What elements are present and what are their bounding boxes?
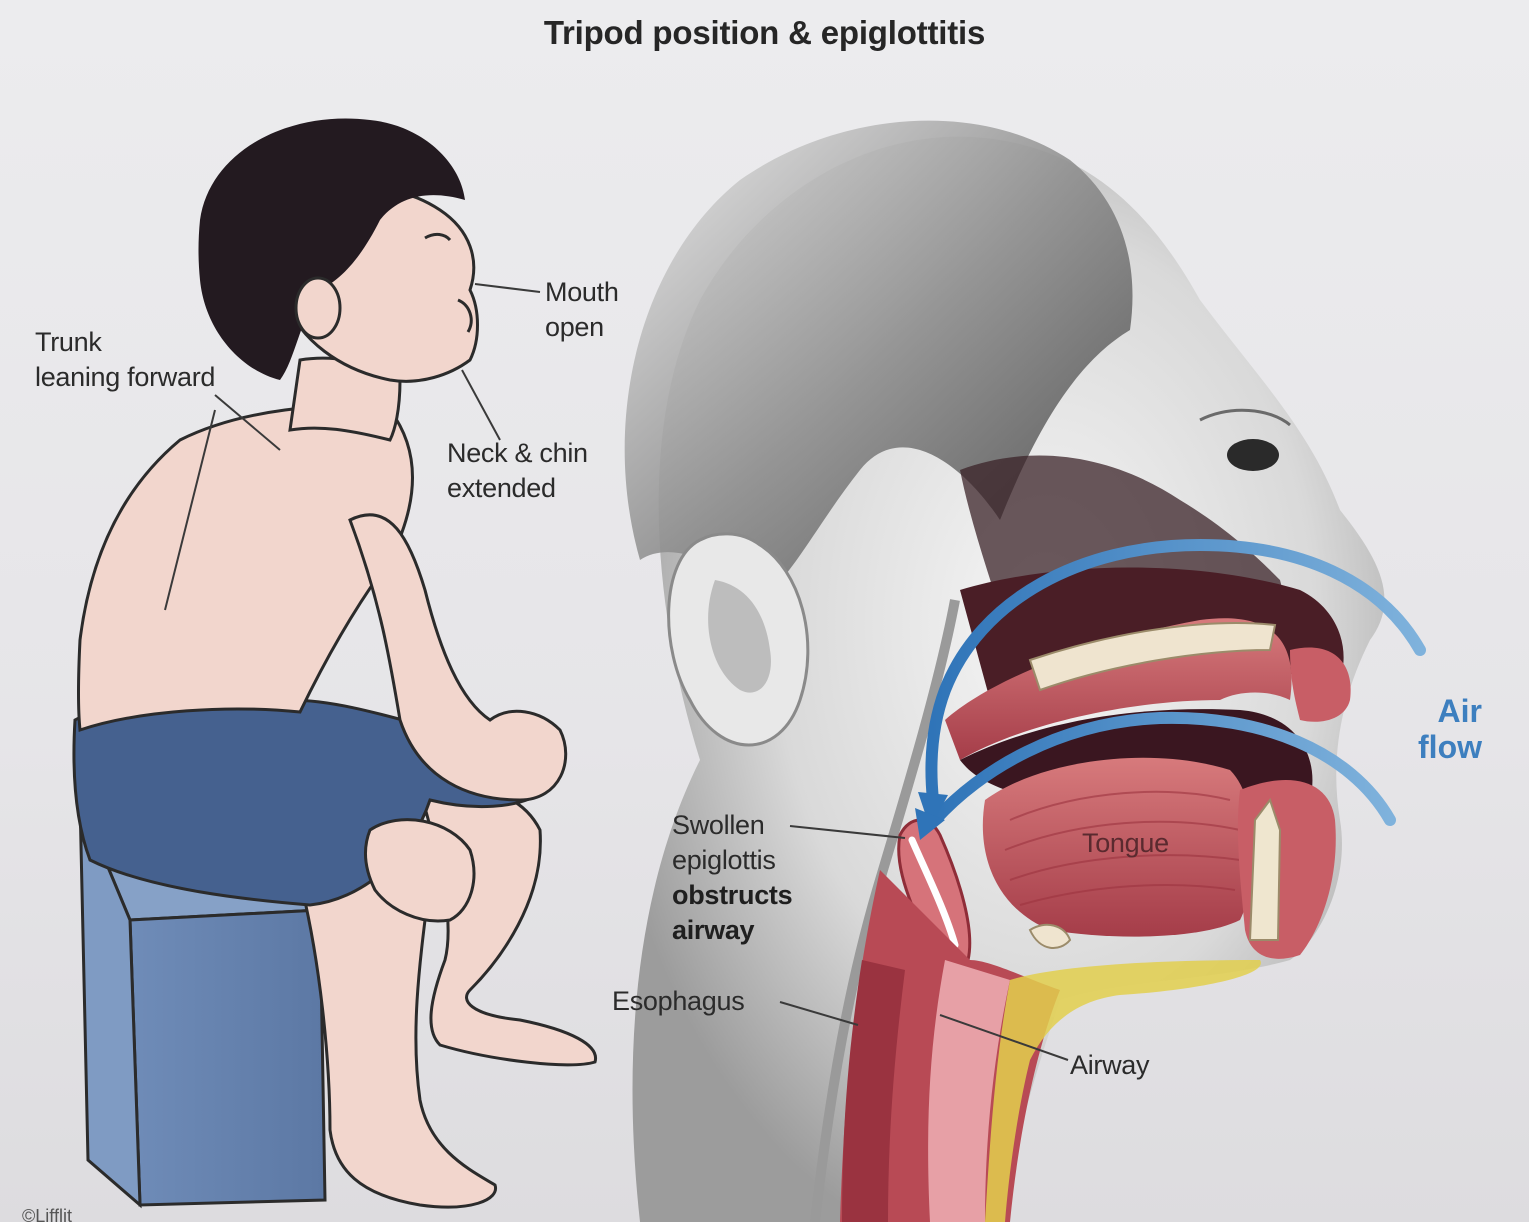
label-esophagus: Esophagus: [612, 984, 744, 1019]
label-trunk: Trunk leaning forward: [35, 325, 215, 395]
eye: [1227, 439, 1279, 471]
label-swollen-line-1: Swollen: [672, 808, 792, 843]
label-air-line-2: flow: [1372, 729, 1482, 765]
label-obstructs-line-2: airway: [672, 913, 792, 948]
label-neck-chin: Neck & chin extended: [447, 436, 588, 506]
label-airway: Airway: [1070, 1048, 1149, 1083]
label-trunk-line-1: Trunk: [35, 325, 215, 360]
child-ear: [296, 278, 340, 338]
box-front: [130, 910, 325, 1205]
lower-teeth: [1250, 800, 1280, 940]
label-air-flow: Air flow: [1372, 693, 1482, 765]
diagram-title: Tripod position & epiglottitis: [0, 14, 1529, 52]
leader-neck: [462, 370, 500, 440]
label-swollen-epiglottis: Swollen epiglottis obstructs airway: [672, 808, 792, 948]
label-swollen-line-2: epiglottis: [672, 843, 792, 878]
child-figure: [74, 118, 596, 1207]
label-neck-line-1: Neck & chin: [447, 436, 588, 471]
label-mouth-line-2: open: [545, 310, 619, 345]
label-neck-line-2: extended: [447, 471, 588, 506]
label-air-line-1: Air: [1372, 693, 1482, 729]
leader-mouth: [475, 284, 540, 292]
label-mouth-open: Mouth open: [545, 275, 619, 345]
torso: [79, 406, 413, 730]
label-tongue: Tongue: [1082, 826, 1169, 861]
head-cross-section: [625, 121, 1420, 1222]
label-mouth-line-1: Mouth: [545, 275, 619, 310]
label-trunk-line-2: leaning forward: [35, 360, 215, 395]
credit-text: ©Lifflit: [22, 1206, 72, 1222]
label-obstructs-line-1: obstructs: [672, 878, 792, 913]
